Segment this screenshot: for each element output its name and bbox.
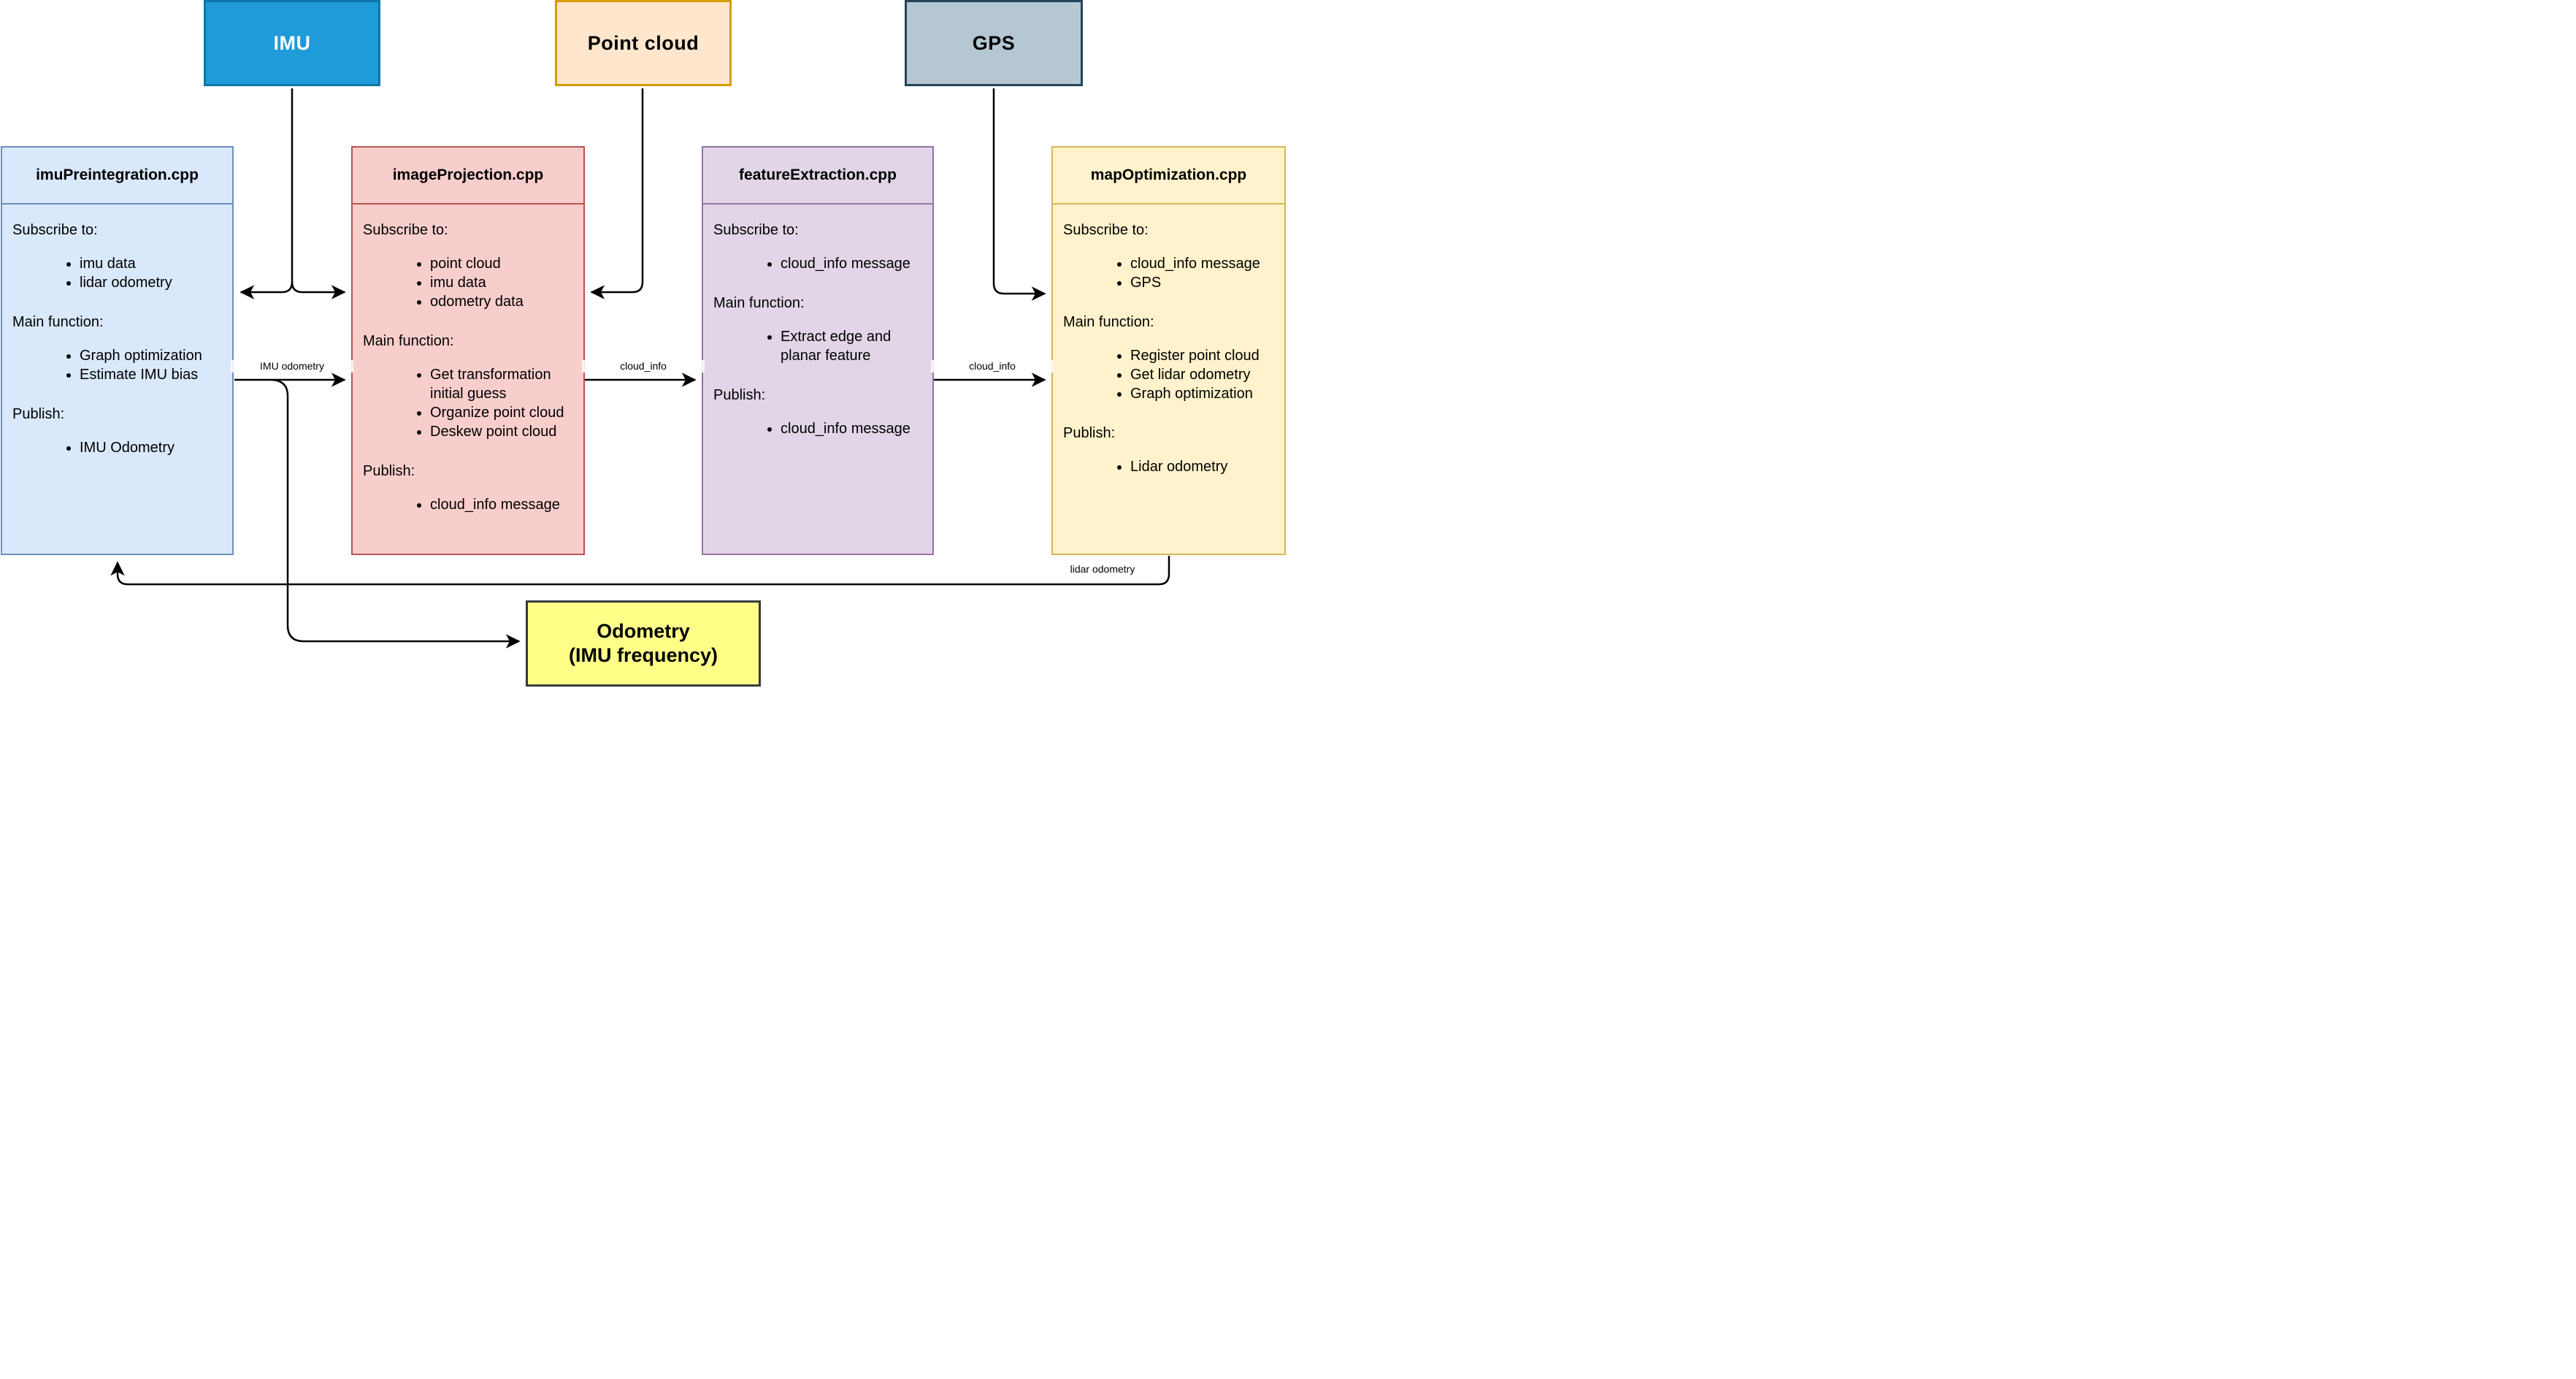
bullet-item: Lidar odometry bbox=[1130, 457, 1276, 476]
edge-label-lidar-odometry: lidar odometry bbox=[1040, 563, 1165, 576]
bullet-item: cloud_info message bbox=[781, 419, 924, 438]
source-label-pointcloud: Point cloud bbox=[587, 31, 699, 54]
edge-imu-to-imupreintegration bbox=[239, 281, 294, 299]
bullet-list: cloud_info message bbox=[363, 495, 575, 514]
module-mapoptimization: mapOptimization.cpp Subscribe to: cloud_… bbox=[1051, 146, 1286, 555]
section-heading: Main function: bbox=[363, 333, 454, 349]
edge-label-imu-odometry: IMU odometry bbox=[231, 360, 353, 373]
bullet-item: cloud_info message bbox=[1130, 254, 1276, 273]
bullet-list: imu datalidar odometry bbox=[12, 254, 223, 292]
bullet-list: Register point cloudGet lidar odometryGr… bbox=[1063, 346, 1276, 403]
bullet-item: GPS bbox=[1130, 273, 1276, 292]
bullet-item: Get lidar odometry bbox=[1130, 365, 1276, 384]
edge-lidar-odometry-feedback bbox=[110, 556, 1170, 586]
section-heading: Publish: bbox=[713, 387, 766, 403]
bullet-item: odometry data bbox=[430, 292, 575, 311]
bullet-item: Estimate IMU bias bbox=[80, 365, 223, 384]
bullet-list: cloud_info message bbox=[713, 419, 924, 438]
edge-label-cloudinfo-left: cloud_info bbox=[582, 360, 705, 373]
section-heading: Publish: bbox=[12, 406, 65, 422]
bullet-item: IMU Odometry bbox=[80, 438, 223, 457]
module-title: featureExtraction.cpp bbox=[703, 148, 932, 205]
edge-pointcloud-to-imageprojection bbox=[590, 88, 644, 299]
bullet-item: Register point cloud bbox=[1130, 346, 1276, 365]
diagram-canvas: IMU Point cloud GPS imuPreintegration.cp… bbox=[0, 0, 1288, 690]
module-body: Subscribe to: point cloudimu dataodometr… bbox=[353, 205, 583, 554]
output-label-line2: (IMU frequency) bbox=[568, 644, 718, 666]
bullet-item: Get transformation initial guess bbox=[430, 365, 575, 403]
section-heading: Subscribe to: bbox=[363, 222, 448, 238]
module-body: Subscribe to: cloud_info message Main fu… bbox=[703, 205, 932, 554]
bullet-item: point cloud bbox=[430, 254, 575, 273]
module-title: imageProjection.cpp bbox=[353, 148, 583, 205]
module-title: mapOptimization.cpp bbox=[1053, 148, 1284, 205]
bullet-list: Graph optimizationEstimate IMU bias bbox=[12, 346, 223, 384]
edge-label-cloudinfo-right: cloud_info bbox=[931, 360, 1054, 373]
bullet-list: Extract edge and planar feature bbox=[713, 327, 924, 365]
bullet-item: lidar odometry bbox=[80, 273, 223, 292]
module-imupreintegration: imuPreintegration.cpp Subscribe to: imu … bbox=[1, 146, 234, 555]
bullet-list: cloud_info messageGPS bbox=[1063, 254, 1276, 292]
section-heading: Main function: bbox=[12, 314, 104, 330]
source-label-imu: IMU bbox=[273, 31, 311, 54]
bullet-list: Get transformation initial guessOrganize… bbox=[363, 365, 575, 441]
bullet-item: Organize point cloud bbox=[430, 403, 575, 422]
section-heading: Main function: bbox=[1063, 314, 1154, 330]
source-box-pointcloud: Point cloud bbox=[555, 0, 732, 86]
module-title: imuPreintegration.cpp bbox=[2, 148, 232, 205]
module-imageprojection: imageProjection.cpp Subscribe to: point … bbox=[351, 146, 585, 555]
bullet-list: Lidar odometry bbox=[1063, 457, 1276, 476]
connector-wires bbox=[110, 88, 1170, 649]
section-heading: Publish: bbox=[1063, 425, 1116, 441]
source-box-gps: GPS bbox=[905, 0, 1083, 86]
bullet-item: Graph optimization bbox=[80, 346, 223, 365]
source-box-imu: IMU bbox=[204, 0, 380, 86]
edge-imu-odometry-branch bbox=[271, 378, 521, 649]
section-heading: Subscribe to: bbox=[713, 222, 799, 238]
bullet-item: Graph optimization bbox=[1130, 384, 1276, 403]
output-label-line1: Odometry bbox=[597, 620, 690, 642]
bullet-item: cloud_info message bbox=[430, 495, 575, 514]
bullet-item: imu data bbox=[430, 273, 575, 292]
module-body: Subscribe to: cloud_info messageGPS Main… bbox=[1053, 205, 1284, 554]
bullet-item: imu data bbox=[80, 254, 223, 273]
section-heading: Subscribe to: bbox=[12, 222, 98, 238]
section-heading: Subscribe to: bbox=[1063, 222, 1149, 238]
section-heading: Main function: bbox=[713, 295, 805, 311]
bullet-list: IMU Odometry bbox=[12, 438, 223, 457]
section-heading: Publish: bbox=[363, 463, 415, 479]
edge-gps-to-mapoptimization bbox=[992, 88, 1046, 301]
source-label-gps: GPS bbox=[972, 31, 1016, 54]
bullet-list: cloud_info message bbox=[713, 254, 924, 273]
bullet-list: point cloudimu dataodometry data bbox=[363, 254, 575, 311]
bullet-item: Deskew point cloud bbox=[430, 422, 575, 441]
module-featureextraction: featureExtraction.cpp Subscribe to: clou… bbox=[702, 146, 934, 555]
output-box-odometry: Odometry (IMU frequency) bbox=[526, 600, 761, 687]
module-body: Subscribe to: imu datalidar odometry Mai… bbox=[2, 205, 232, 554]
bullet-item: cloud_info message bbox=[781, 254, 924, 273]
edge-imu-to-imageprojection bbox=[291, 281, 346, 299]
bullet-item: Extract edge and planar feature bbox=[781, 327, 924, 365]
